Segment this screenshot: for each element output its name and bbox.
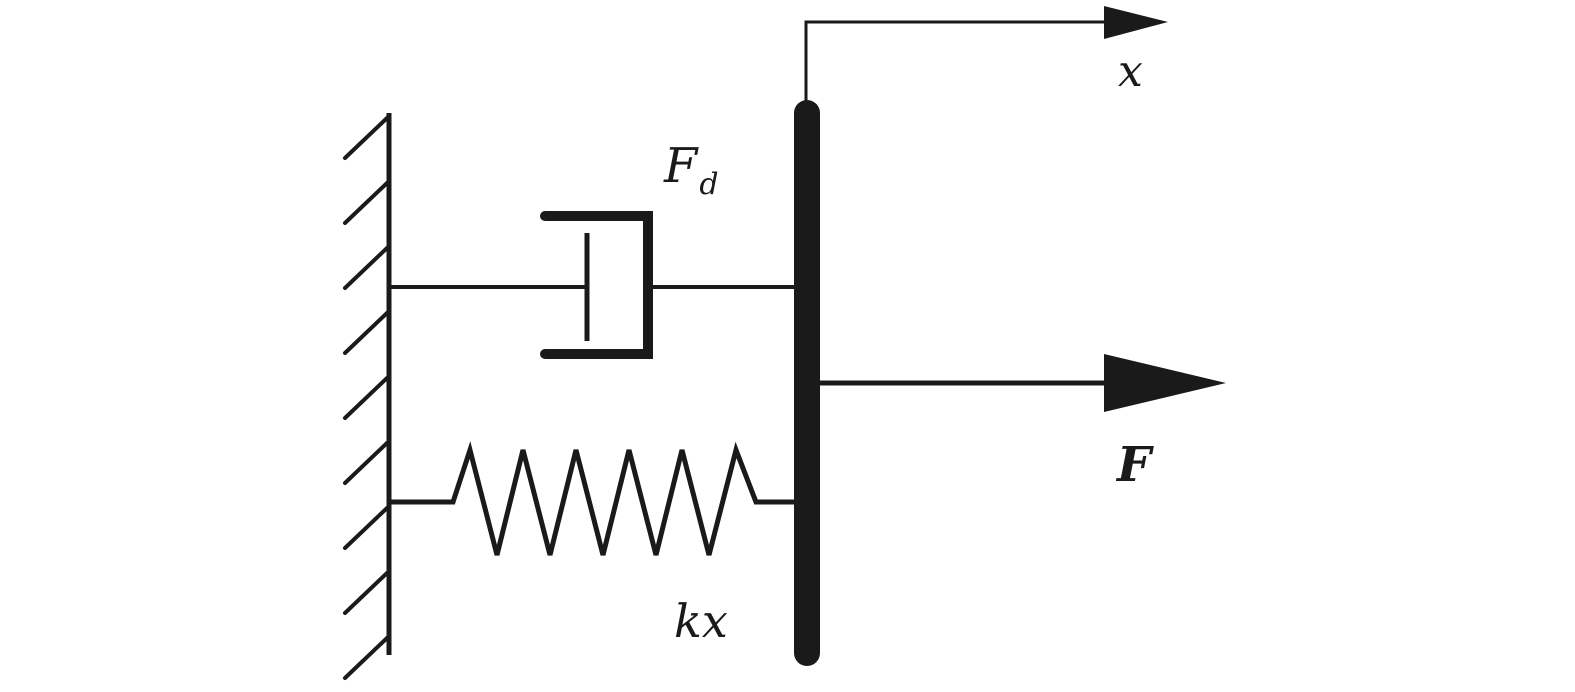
force-arrow [818,354,1226,412]
spring [388,441,797,556]
damping-force-label: Fd [663,138,719,202]
displacement-arrow [804,6,1168,102]
applied-force-label: F [1115,437,1154,493]
spring-force-label: kx [674,594,728,648]
damping-force-symbol: F [663,138,699,194]
displacement-label: x [1118,46,1143,97]
force-arrowhead [1104,354,1226,412]
spring-coil [388,441,797,556]
wall-hatching [343,116,389,680]
fixed-wall [343,113,392,680]
damper [391,211,794,359]
damper-cylinder [540,211,653,359]
displacement-arrow-shaft [804,20,1110,102]
damping-force-subscript: d [699,167,718,202]
displacement-arrowhead [1104,6,1168,39]
